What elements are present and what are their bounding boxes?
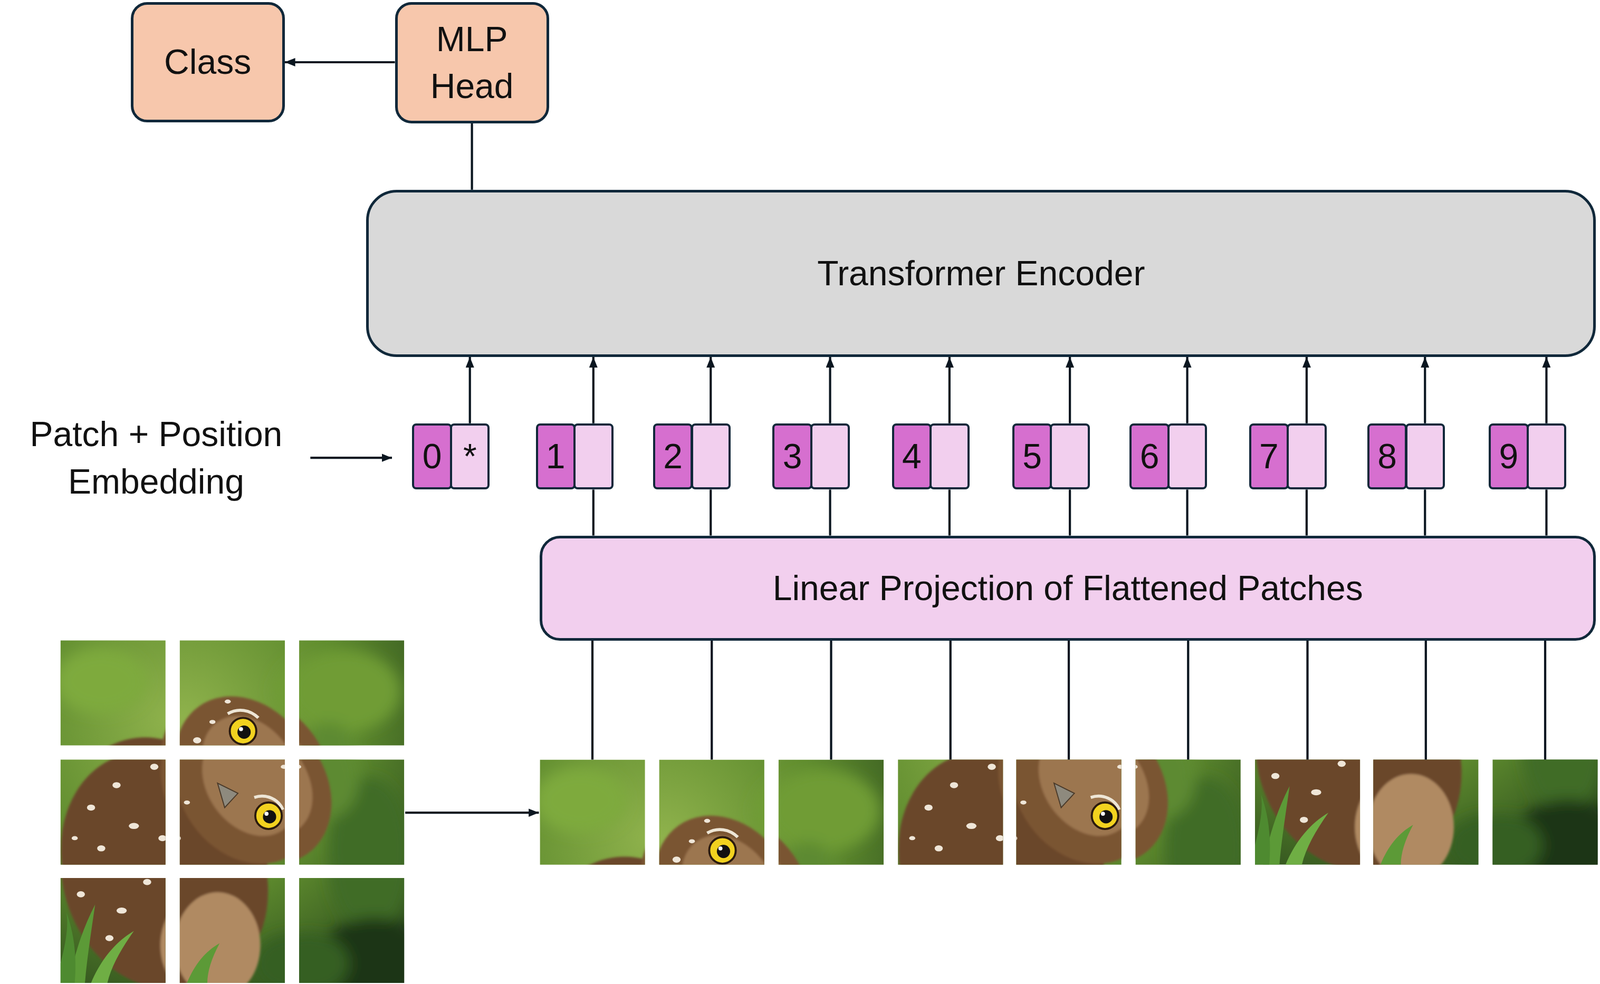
connector-arrow <box>948 489 951 536</box>
connector-arrow <box>709 357 712 424</box>
connector-arrow <box>828 489 831 536</box>
patch-line <box>710 640 713 760</box>
connector-arrow <box>284 61 396 64</box>
connector-arrow <box>468 357 472 424</box>
embedding-token: 0* <box>412 423 490 491</box>
connector-arrow <box>1068 489 1071 536</box>
patch-line <box>1067 640 1070 760</box>
embedding-cell: 2 <box>653 423 693 491</box>
connector-arrow <box>1305 357 1308 424</box>
embedding-cell <box>1405 423 1445 491</box>
embedding-cell: 0 <box>412 423 452 491</box>
image-patch <box>538 760 910 984</box>
embedding-cell <box>810 423 850 491</box>
embedding-token: 2 <box>653 423 731 491</box>
encoder-box: Transformer Encoder <box>366 189 1596 358</box>
connector-arrow <box>1423 489 1426 536</box>
box-label: MLP Head <box>416 15 528 110</box>
embedding-cell: 5 <box>1012 423 1052 491</box>
box-label: Class <box>164 38 252 86</box>
box-label: Transformer Encoder <box>817 250 1145 297</box>
mlp-head-box: MLP Head <box>395 2 550 124</box>
embedding-cell <box>1526 423 1567 491</box>
patch-line <box>829 640 832 760</box>
token-label: * <box>463 433 477 481</box>
embedding-cell: 1 <box>535 423 576 491</box>
patch-line <box>1186 640 1190 760</box>
token-label: 7 <box>1259 433 1279 481</box>
embedding-cell: 6 <box>1129 423 1170 491</box>
embedding-cell <box>1167 423 1207 491</box>
patch-line <box>949 640 952 760</box>
embedding-cell: 7 <box>1249 423 1289 491</box>
connector-arrow <box>1423 357 1426 424</box>
output-box: Class <box>130 2 285 123</box>
token-label: 6 <box>1139 433 1160 481</box>
token-label: 9 <box>1499 433 1519 481</box>
patch-line <box>1424 640 1427 760</box>
connector-arrow <box>1545 489 1548 536</box>
embedding-token: 1 <box>535 423 614 491</box>
embedding-token: 7 <box>1249 423 1327 491</box>
patch-line <box>1544 640 1547 760</box>
photo-grid <box>30 640 431 984</box>
embedding-token: 3 <box>772 423 850 491</box>
token-label: 1 <box>545 433 566 481</box>
connector-arrow <box>1068 357 1071 424</box>
embedding-cell <box>1049 423 1090 491</box>
embedding-cell <box>573 423 613 491</box>
token-label: 2 <box>663 433 683 481</box>
embedding-cell <box>929 423 970 491</box>
embedding-cell <box>1286 423 1327 491</box>
connector-arrow <box>828 357 831 424</box>
patch-lines <box>592 640 1546 760</box>
patch-line <box>1306 640 1309 760</box>
token-label: 8 <box>1377 433 1397 481</box>
split-arrow <box>405 811 539 814</box>
connector-arrow <box>1185 489 1188 536</box>
embedding-token: 6 <box>1129 423 1207 491</box>
patch-line <box>591 640 594 760</box>
embedding-token: 8 <box>1367 423 1445 491</box>
box-label: Linear Projection of Flattened Patches <box>772 564 1364 612</box>
connector-arrow <box>1545 357 1548 424</box>
embedding-token: 4 <box>892 423 970 491</box>
token-label: 0 <box>422 433 443 481</box>
projection-box: Linear Projection of Flattened Patches <box>539 535 1596 641</box>
embedding-cell <box>691 423 731 491</box>
label-arrow <box>310 456 392 459</box>
image-tile <box>58 668 431 984</box>
connector-arrow <box>948 357 951 424</box>
embedding-cell: * <box>449 423 490 491</box>
token-label: 4 <box>902 433 922 481</box>
connector-arrow <box>592 357 595 424</box>
connector-arrow <box>592 489 595 536</box>
token-label: 3 <box>782 433 803 481</box>
side-label: Patch + Position Embedding <box>12 410 300 505</box>
connector-arrow <box>1185 357 1188 424</box>
connector-arrow <box>471 123 474 190</box>
embedding-cell: 4 <box>892 423 932 491</box>
embedding-cell: 9 <box>1488 423 1529 491</box>
embedding-cell: 8 <box>1367 423 1407 491</box>
embedding-token: 9 <box>1488 423 1567 491</box>
connector-arrow <box>1305 489 1308 536</box>
token-label: 5 <box>1022 433 1042 481</box>
embedding-token: 5 <box>1012 423 1090 491</box>
connector-arrow <box>709 489 712 536</box>
embedding-cell: 3 <box>772 423 812 491</box>
